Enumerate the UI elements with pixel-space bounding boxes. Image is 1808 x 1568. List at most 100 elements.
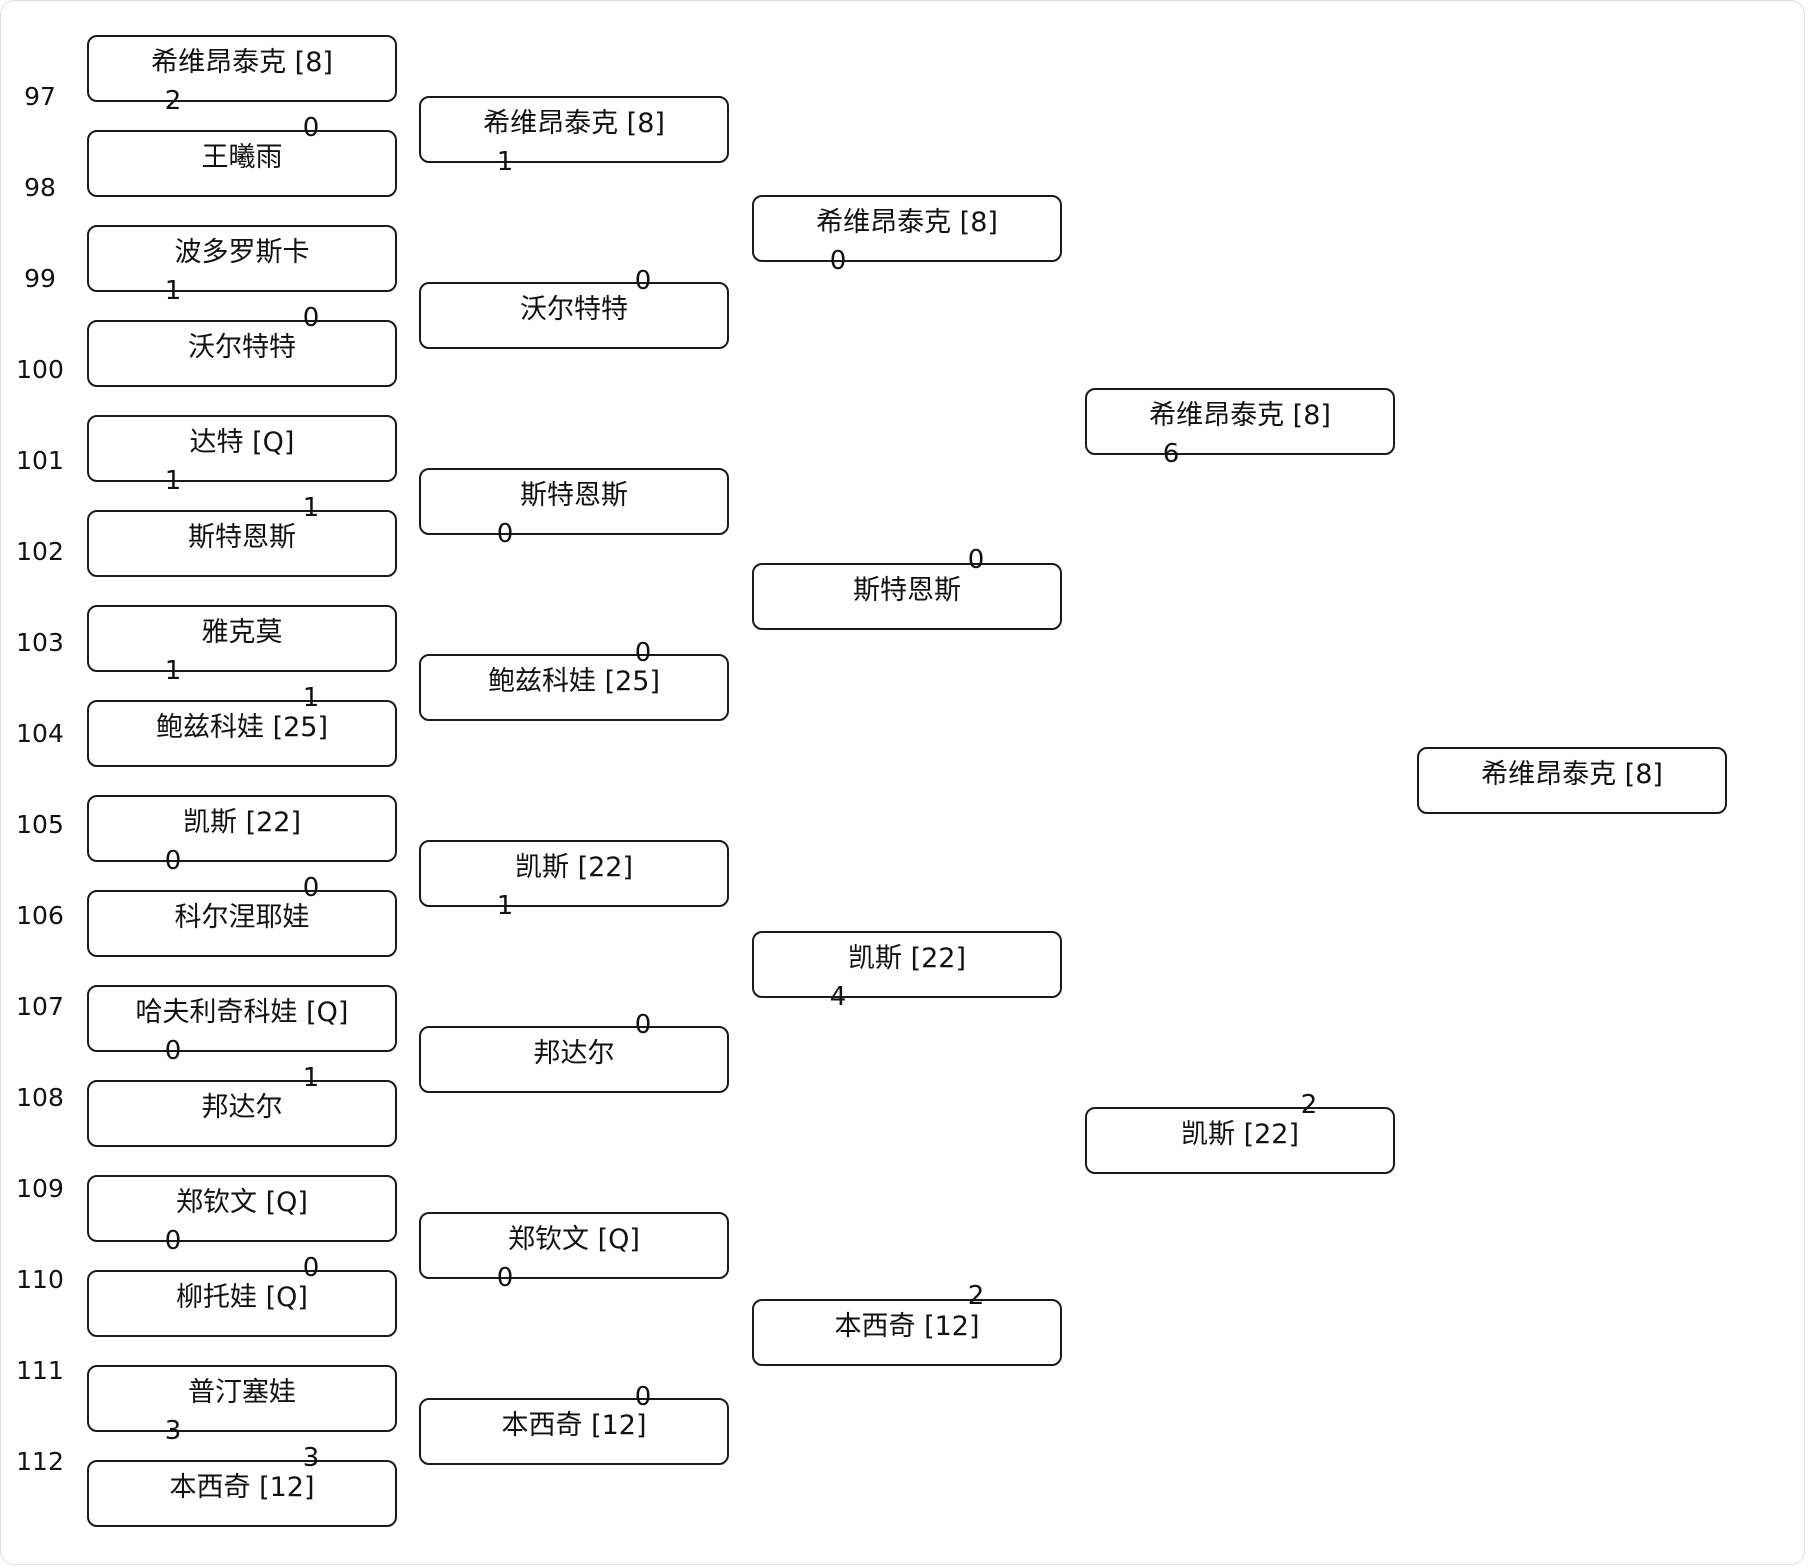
player-name: 邦达尔 <box>201 1092 283 1123</box>
match-score: 0 <box>164 1036 182 1066</box>
match-player-box[interactable]: 王曦雨 <box>87 130 397 197</box>
match-player-box[interactable]: 波多罗斯卡 <box>87 225 397 292</box>
winner-box[interactable]: 希维昂泰克 [8] <box>1417 747 1727 814</box>
slot-number: 103 <box>16 628 64 657</box>
player-name: 鲍兹科娃 [25] <box>487 666 660 697</box>
match-score: 0 <box>496 1263 514 1293</box>
match-player-box[interactable]: 希维昂泰克 [8] <box>1085 388 1395 455</box>
player-name: 王曦雨 <box>201 142 283 173</box>
match-player-box[interactable]: 希维昂泰克 [8] <box>419 96 729 163</box>
match-player-box[interactable]: 邦达尔 <box>419 1026 729 1093</box>
match-score: 0 <box>302 873 320 903</box>
match-score: 1 <box>302 493 320 523</box>
match-player-box[interactable]: 郑钦文 [Q] <box>419 1212 729 1279</box>
match-score: 0 <box>829 246 847 276</box>
player-name: 郑钦文 [Q] <box>508 1224 640 1255</box>
match-player-box[interactable]: 达特 [Q] <box>87 415 397 482</box>
player-name: 柳托娃 [Q] <box>176 1282 308 1313</box>
match-player-box[interactable]: 普汀塞娃 <box>87 1365 397 1432</box>
slot-number: 97 <box>24 82 56 111</box>
match-score: 3 <box>164 1416 182 1446</box>
match-player-box[interactable]: 本西奇 [12] <box>752 1299 1062 1366</box>
match-player-box[interactable]: 凯斯 [22] <box>87 795 397 862</box>
slot-number: 100 <box>16 355 64 384</box>
player-name: 斯特恩斯 <box>520 480 628 511</box>
match-score: 4 <box>829 982 847 1012</box>
match-score: 1 <box>496 891 514 921</box>
match-score: 0 <box>164 846 182 876</box>
player-name: 本西奇 [12] <box>834 1311 980 1342</box>
match-player-box[interactable]: 斯特恩斯 <box>87 510 397 577</box>
player-name: 本西奇 [12] <box>169 1472 315 1503</box>
match-player-box[interactable]: 凯斯 [22] <box>1085 1107 1395 1174</box>
match-player-box[interactable]: 斯特恩斯 <box>752 563 1062 630</box>
match-score: 0 <box>302 1253 320 1283</box>
match-score: 0 <box>967 545 985 575</box>
match-player-box[interactable]: 斯特恩斯 <box>419 468 729 535</box>
player-name: 希维昂泰克 [8] <box>483 108 665 139</box>
match-player-box[interactable]: 雅克莫 <box>87 605 397 672</box>
slot-number: 98 <box>24 173 56 202</box>
match-score: 0 <box>302 113 320 143</box>
match-score: 6 <box>1162 439 1180 469</box>
player-name: 达特 [Q] <box>189 427 295 458</box>
player-name: 雅克莫 <box>201 617 283 648</box>
match-player-box[interactable]: 鲍兹科娃 [25] <box>419 654 729 721</box>
slot-number: 106 <box>16 901 64 930</box>
slot-number: 112 <box>16 1447 64 1476</box>
match-score: 1 <box>164 276 182 306</box>
match-score: 0 <box>634 1382 652 1412</box>
match-player-box[interactable]: 凯斯 [22] <box>752 931 1062 998</box>
match-player-box[interactable]: 沃尔特特 <box>419 282 729 349</box>
player-name: 斯特恩斯 <box>188 522 296 553</box>
player-name: 凯斯 [22] <box>182 807 301 838</box>
match-score: 2 <box>1300 1090 1318 1120</box>
match-player-box[interactable]: 希维昂泰克 [8] <box>87 35 397 102</box>
player-name: 邦达尔 <box>533 1038 615 1069</box>
player-name: 波多罗斯卡 <box>174 237 310 268</box>
match-score: 1 <box>496 147 514 177</box>
slot-number: 105 <box>16 810 64 839</box>
match-score: 0 <box>634 638 652 668</box>
slot-number: 101 <box>16 446 64 475</box>
player-name: 科尔涅耶娃 <box>174 902 310 933</box>
match-player-box[interactable]: 科尔涅耶娃 <box>87 890 397 957</box>
slot-number: 107 <box>16 992 64 1021</box>
match-score: 2 <box>164 86 182 116</box>
match-player-box[interactable]: 邦达尔 <box>87 1080 397 1147</box>
slot-number: 99 <box>24 264 56 293</box>
player-name: 鲍兹科娃 [25] <box>155 712 328 743</box>
player-name: 普汀塞娃 <box>188 1377 296 1408</box>
slot-number: 109 <box>16 1174 64 1203</box>
player-name: 斯特恩斯 <box>853 575 961 606</box>
match-player-box[interactable]: 沃尔特特 <box>87 320 397 387</box>
match-player-box[interactable]: 本西奇 [12] <box>419 1398 729 1465</box>
match-player-box[interactable]: 鲍兹科娃 [25] <box>87 700 397 767</box>
player-name: 沃尔特特 <box>520 294 628 325</box>
match-player-box[interactable]: 希维昂泰克 [8] <box>752 195 1062 262</box>
match-score: 0 <box>634 1010 652 1040</box>
match-player-box[interactable]: 凯斯 [22] <box>419 840 729 907</box>
player-name: 希维昂泰克 [8] <box>151 47 333 78</box>
winner-name: 希维昂泰克 [8] <box>1481 759 1663 790</box>
match-player-box[interactable]: 郑钦文 [Q] <box>87 1175 397 1242</box>
match-player-box[interactable]: 柳托娃 [Q] <box>87 1270 397 1337</box>
match-player-box[interactable]: 哈夫利奇科娃 [Q] <box>87 985 397 1052</box>
player-name: 希维昂泰克 [8] <box>1149 400 1331 431</box>
match-score: 0 <box>634 266 652 296</box>
slot-number: 108 <box>16 1083 64 1112</box>
match-score: 1 <box>164 466 182 496</box>
match-score: 1 <box>302 1063 320 1093</box>
slot-number: 111 <box>16 1356 64 1385</box>
player-name: 本西奇 [12] <box>501 1410 647 1441</box>
player-name: 凯斯 [22] <box>514 852 633 883</box>
match-score: 1 <box>164 656 182 686</box>
player-name: 哈夫利奇科娃 [Q] <box>135 997 349 1028</box>
slot-number: 102 <box>16 537 64 566</box>
match-score: 2 <box>967 1281 985 1311</box>
match-player-box[interactable]: 本西奇 [12] <box>87 1460 397 1527</box>
player-name: 凯斯 [22] <box>1180 1119 1299 1150</box>
player-name: 希维昂泰克 [8] <box>816 207 998 238</box>
player-name: 凯斯 [22] <box>847 943 966 974</box>
